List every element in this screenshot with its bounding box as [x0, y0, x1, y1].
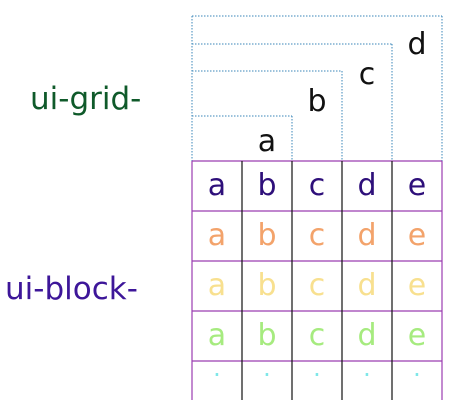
block-cell-r4-c1: · [263, 361, 271, 389]
block-cell-r4-c0: · [213, 361, 221, 389]
block-cell-r3-c4: e [407, 318, 427, 353]
grid-column-letter-c: c [358, 57, 376, 92]
block-cell-r0-c0: a [207, 168, 227, 203]
block-cell-r2-c2: c [308, 268, 326, 303]
block-cell-r4-c3: · [363, 361, 371, 389]
block-cell-r1-c1: b [257, 218, 277, 253]
block-cell-r3-c1: b [257, 318, 277, 353]
block-cell-r3-c2: c [308, 318, 326, 353]
grid-column-letter-b: b [307, 84, 327, 119]
block-cell-r4-c2: · [313, 361, 321, 389]
ui-block-label: ui-block- [5, 271, 138, 307]
block-cell-r0-c3: d [357, 168, 377, 203]
block-cell-r0-c2: c [308, 168, 326, 203]
block-cell-r1-c3: d [357, 218, 377, 253]
block-cell-r0-c1: b [257, 168, 277, 203]
grid-column-letter-d: d [407, 27, 427, 62]
block-cell-r4-c4: · [413, 361, 421, 389]
block-cell-r2-c0: a [207, 268, 227, 303]
block-cell-r0-c4: e [407, 168, 427, 203]
block-cell-r1-c4: e [407, 218, 427, 253]
ui-grid-label: ui-grid- [30, 81, 142, 117]
block-cell-r3-c0: a [207, 318, 227, 353]
block-cell-r1-c2: c [308, 218, 326, 253]
block-cell-r3-c3: d [357, 318, 377, 353]
block-cell-r2-c3: d [357, 268, 377, 303]
block-cell-r2-c1: b [257, 268, 277, 303]
block-cell-r2-c4: e [407, 268, 427, 303]
grid-column-letter-a: a [257, 124, 277, 159]
block-cell-r1-c0: a [207, 218, 227, 253]
